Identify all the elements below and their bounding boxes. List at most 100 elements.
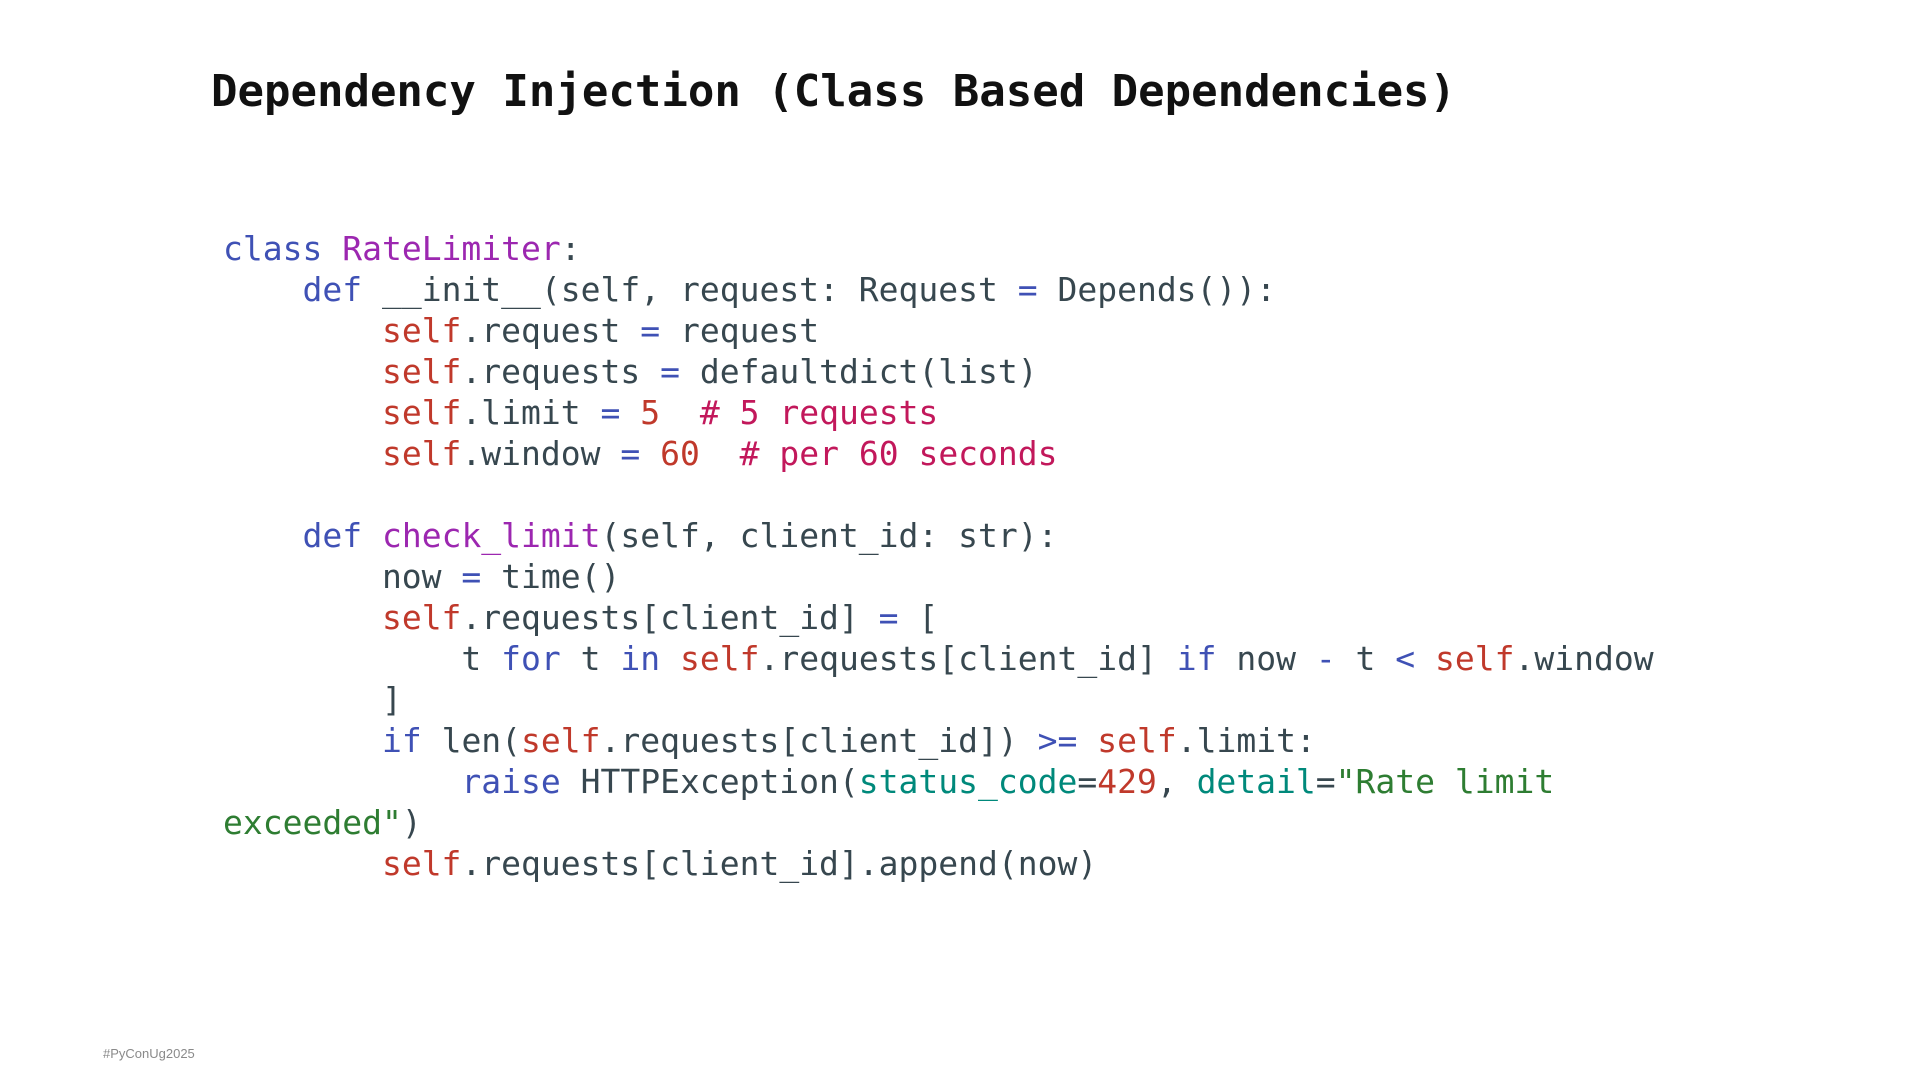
code-line: now = time() (223, 556, 1654, 597)
code-token-kw: if (1176, 639, 1217, 678)
code-token-plain: now (1216, 639, 1316, 678)
code-token-op: = (660, 352, 680, 391)
code-token-plain: .requests[client_id]) (600, 721, 1038, 760)
code-token-self: self (521, 721, 601, 760)
code-token-plain: [ (898, 598, 939, 637)
footer-hashtag: #PyConUg2025 (103, 1046, 195, 1061)
code-token-plain (620, 393, 640, 432)
code-token-plain: time() (481, 557, 621, 596)
code-token-plain: defaultdict(list) (680, 352, 1038, 391)
code-token-plain (362, 516, 382, 555)
code-token-op: = (461, 557, 482, 596)
code-token-plain: __init__(self, request: Request (362, 270, 1018, 309)
code-token-plain: ] (223, 680, 402, 719)
code-token-plain: t (223, 639, 502, 678)
code-token-plain (223, 270, 302, 309)
code-line: self.request = request (223, 310, 1654, 351)
code-token-plain (640, 434, 660, 473)
code-line: self.limit = 5 # 5 requests (223, 392, 1654, 433)
code-block: class RateLimiter: def __init__(self, re… (223, 228, 1654, 884)
code-token-kw: def (302, 516, 363, 555)
code-token-comment: # 5 requests (699, 393, 939, 432)
code-token-plain (223, 311, 382, 350)
code-line: def __init__(self, request: Request = De… (223, 269, 1654, 310)
code-token-plain (223, 516, 302, 555)
code-line: self.requests[client_id].append(now) (223, 843, 1654, 884)
code-token-plain: .window (1514, 639, 1654, 678)
code-token-op: < (1395, 639, 1416, 678)
code-token-plain: now (223, 557, 462, 596)
code-line: def check_limit(self, client_id: str): (223, 515, 1654, 556)
code-token-plain (223, 598, 382, 637)
code-token-plain (223, 434, 382, 473)
code-token-plain (322, 229, 342, 268)
code-token-self: self (381, 434, 462, 473)
code-token-plain: ) (401, 803, 422, 842)
code-token-kw: def (302, 270, 363, 309)
code-token-kw: class (223, 229, 323, 268)
code-token-self: self (381, 352, 462, 391)
code-token-self: self (1097, 721, 1177, 760)
code-token-num: 60 (660, 434, 700, 473)
code-token-plain (1415, 639, 1435, 678)
code-line: class RateLimiter: (223, 228, 1654, 269)
code-token-plain: .request (461, 311, 641, 350)
code-token-num: 429 (1097, 762, 1157, 801)
code-token-kwarg: status_code (858, 762, 1078, 801)
code-line: exceeded") (223, 802, 1654, 843)
code-token-kw: for (501, 639, 561, 678)
code-token-name: RateLimiter (342, 229, 561, 268)
code-token-plain (660, 639, 680, 678)
code-token-plain: t (560, 639, 621, 678)
code-line: raise HTTPException(status_code = 429, det… (223, 761, 1654, 802)
code-token-op: = (640, 311, 661, 350)
code-token-plain (1077, 721, 1097, 760)
code-token-str: "Rate limit (1335, 762, 1555, 801)
code-token-plain (223, 762, 461, 801)
code-token-op: = (600, 393, 621, 432)
code-token-plain: = (1315, 762, 1336, 801)
code-line: self.window = 60 # per 60 seconds (223, 433, 1654, 474)
code-token-op: = (620, 434, 641, 473)
code-token-plain (223, 393, 382, 432)
code-token-plain: request (660, 311, 820, 350)
code-token-plain (700, 434, 740, 473)
code-token-plain: .requests (461, 352, 661, 391)
code-line: t for t in self.requests[client_id] if n… (223, 638, 1654, 679)
code-token-self: self (680, 639, 760, 678)
code-token-plain: Depends()): (1037, 270, 1277, 309)
code-line: self.requests = defaultdict(list) (223, 351, 1654, 392)
code-token-num: 5 (640, 393, 661, 432)
code-token-plain: t (1335, 639, 1396, 678)
code-token-plain: HTTPException( (560, 762, 859, 801)
code-token-plain: (self, client_id: str): (600, 516, 1058, 555)
code-line: if len(self.requests[client_id]) >= self… (223, 720, 1654, 761)
code-token-plain (223, 352, 382, 391)
code-token-plain (660, 393, 700, 432)
code-token-str: exceeded" (223, 803, 402, 842)
code-token-plain: .requests[client_id] (461, 598, 879, 637)
code-token-plain: , (1156, 762, 1197, 801)
code-token-comment: # per 60 seconds (739, 434, 1058, 473)
slide-title: Dependency Injection (Class Based Depend… (211, 66, 1457, 117)
code-token-plain: .window (461, 434, 621, 473)
code-token-self: self (1435, 639, 1515, 678)
code-token-self: self (381, 393, 462, 432)
code-token-kwarg: detail (1196, 762, 1316, 801)
code-token-plain: len( (421, 721, 522, 760)
code-token-plain (223, 721, 382, 760)
code-token-self: self (381, 844, 462, 883)
code-token-plain: .requests[client_id] (759, 639, 1177, 678)
code-line: ] (223, 679, 1654, 720)
code-token-kw: raise (461, 762, 561, 801)
code-token-kw: in (620, 639, 661, 678)
code-token-plain: .requests[client_id].append(now) (461, 844, 1098, 883)
code-token-self: self (381, 311, 462, 350)
code-token-plain: .limit (461, 393, 601, 432)
code-line: self.requests[client_id] = [ (223, 597, 1654, 638)
code-line (223, 474, 1654, 515)
code-token-plain: .limit: (1176, 721, 1316, 760)
code-token-self: self (381, 598, 462, 637)
code-token-op: = (878, 598, 899, 637)
